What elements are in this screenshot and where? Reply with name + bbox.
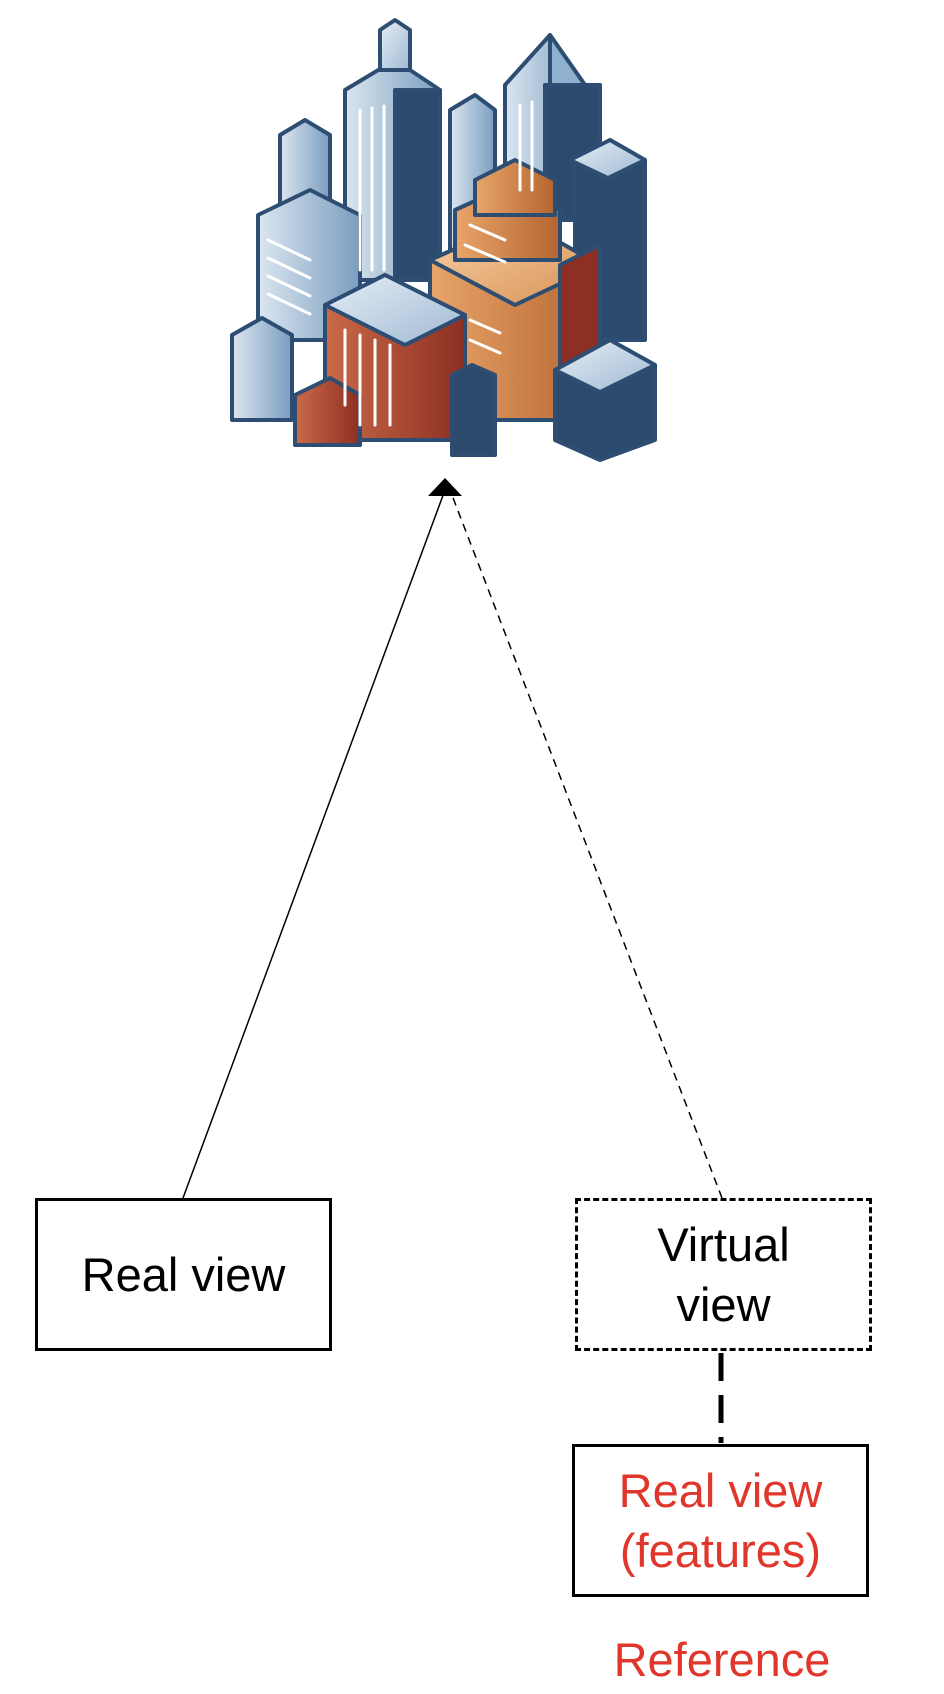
real-view-features-box: Real view (features) (572, 1444, 869, 1597)
virtual-view-dashed-line (449, 489, 723, 1199)
arrow-head-icon (428, 478, 462, 496)
virtual-view-box: Virtual view (575, 1198, 872, 1351)
real-view-label: Real view (81, 1247, 286, 1301)
real-view-features-label-line1: Real view (618, 1463, 823, 1517)
virtual-view-label-line1: Virtual (657, 1217, 790, 1271)
real-view-box: Real view (35, 1198, 332, 1351)
real-view-line (182, 489, 446, 1199)
virtual-view-label-line2: view (676, 1277, 771, 1331)
real-view-features-label-line2: (features) (619, 1523, 822, 1577)
reference-label: Reference (613, 1633, 831, 1686)
